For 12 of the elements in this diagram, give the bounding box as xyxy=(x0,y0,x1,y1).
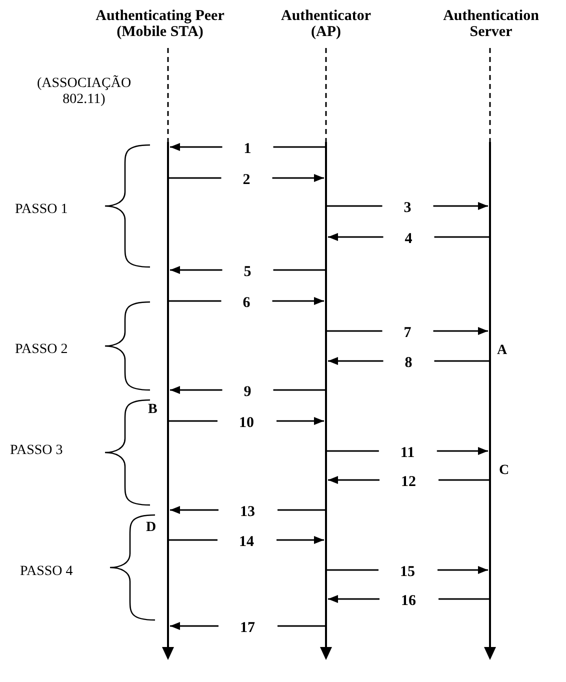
point-marker: A xyxy=(497,343,508,359)
step-label: PASSO 1 xyxy=(15,202,68,218)
step-label: PASSO 2 xyxy=(15,342,68,358)
point-marker: B xyxy=(148,402,158,418)
step-label: PASSO 3 xyxy=(10,443,63,459)
point-marker: C xyxy=(499,463,510,479)
participant-header: Authentication Server xyxy=(442,8,540,40)
step-label: PASSO 4 xyxy=(20,564,73,580)
point-marker: D xyxy=(146,520,156,536)
note: (ASSOCIAÇÃO 802.11) xyxy=(36,76,132,108)
participant-header: Authenticator (AP) xyxy=(280,8,372,40)
participant-header: Authenticating Peer (Mobile STA) xyxy=(94,8,226,40)
